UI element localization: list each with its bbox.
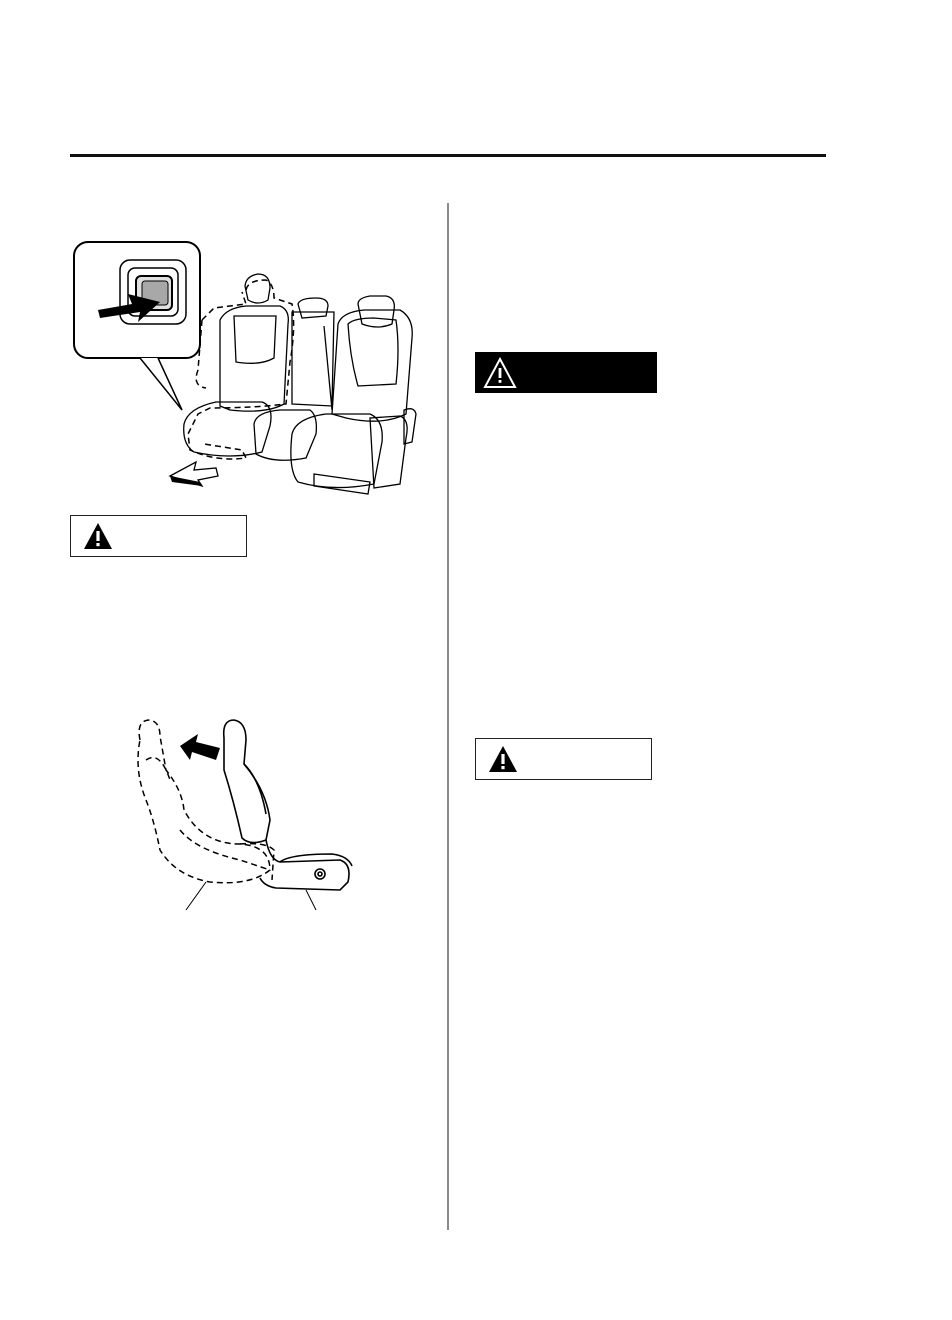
top-rule (70, 154, 826, 157)
warning-label-right-bottom (475, 738, 652, 780)
warning-label-left (70, 515, 247, 557)
warning-triangle-icon (489, 746, 517, 772)
seat-side-illustration (137, 719, 353, 911)
column-divider (447, 203, 449, 1230)
release-button-icon (119, 259, 187, 325)
warning-triangle-outline-icon (483, 357, 517, 388)
warning-label-right-top (475, 352, 657, 393)
warning-triangle-icon (84, 523, 112, 549)
folding-area-dashed (187, 279, 295, 460)
fold-forward-arrow-icon (180, 734, 220, 760)
rear-seat-illustration (73, 241, 417, 495)
push-arrow-icon (98, 294, 160, 322)
